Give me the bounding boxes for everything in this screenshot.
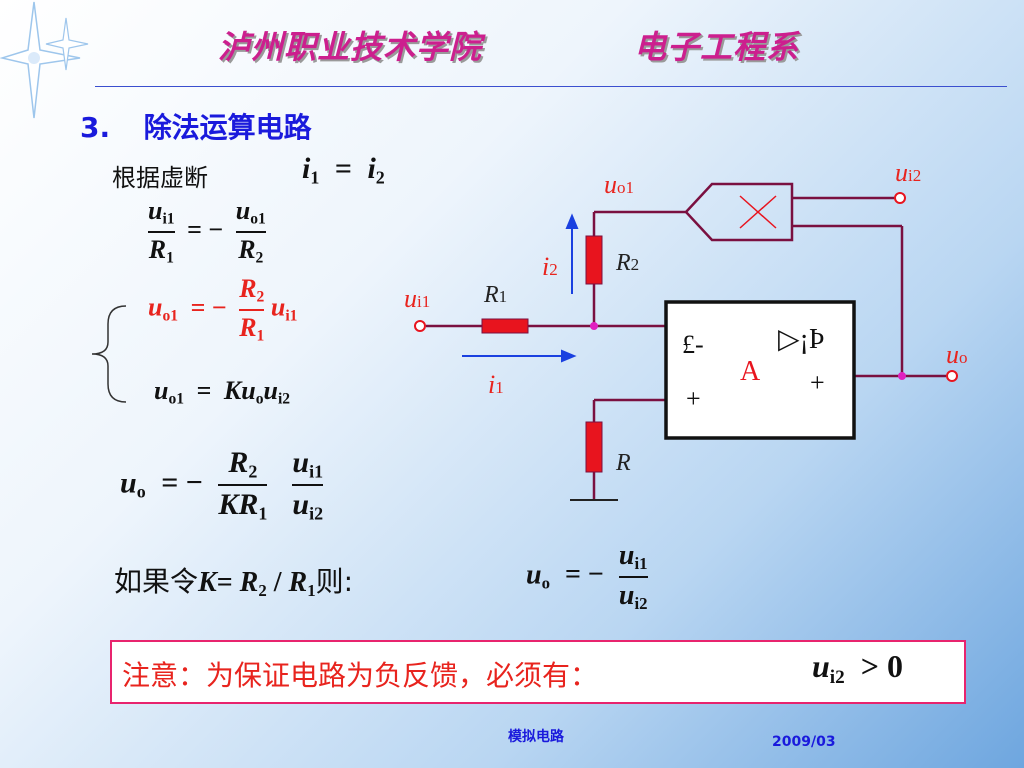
label-uo1: uo1 (604, 170, 634, 199)
brace-icon (91, 305, 127, 403)
section-heading: 3. 除法运算电路 (80, 106, 312, 146)
node-junction-icon (590, 322, 598, 330)
opamp-minus-label: £- (682, 330, 704, 359)
header-title-right: 电子工程系 (634, 28, 800, 66)
label-i2: i2 (542, 252, 558, 281)
condition-prefix: 如果令 (114, 565, 199, 598)
notice-box: 注意：为保证电路为负反馈，必须有： ui2 > 0 (110, 640, 966, 704)
label-ui2: ui2 (895, 158, 922, 187)
label-R: R (616, 450, 631, 476)
multiplier-icon (684, 182, 794, 242)
terminal-uo-icon (946, 370, 958, 382)
header-divider (95, 86, 1007, 87)
section-number: 3. (80, 111, 111, 144)
label-uo: uo (946, 340, 968, 369)
equation-i1-i2: i1 = i2 (302, 152, 385, 188)
label-ui1: ui1 (404, 284, 431, 313)
sparkle-decoration (0, 1, 89, 119)
notice-expression: ui2 > 0 (812, 648, 903, 688)
section-title: 除法运算电路 (143, 111, 312, 144)
equation-multiplier: uo1 = Kuoui2 (154, 376, 291, 408)
opamp-icon (664, 300, 856, 440)
resistor-r-icon (585, 421, 603, 473)
condition-suffix: 则: (315, 565, 354, 598)
notice-text: 注意：为保证电路为负反馈，必须有： (122, 659, 599, 692)
division-circuit-diagram (414, 182, 958, 501)
condition-line: 如果令K= R2 / R1则: (114, 565, 354, 601)
footer-course: 模拟电路 (508, 729, 564, 745)
label-R1: R1 (484, 282, 508, 308)
terminal-ui2-icon (894, 192, 906, 204)
opamp-output-symbol: ▷¡Þ (778, 324, 825, 355)
footer-date: 2009/03 (772, 734, 836, 750)
opamp-plus-input-label: + (686, 384, 701, 413)
node-output-icon (898, 372, 906, 380)
label-i1: i1 (488, 370, 504, 399)
opamp-plus-output-label: + (810, 368, 825, 397)
arrow-i1-icon (462, 349, 577, 363)
resistor-r1-icon (481, 318, 529, 334)
header-title-left: 泸州职业技术学院 (218, 28, 483, 66)
basis-label: 根据虚断 (112, 164, 208, 192)
label-R2: R2 (616, 250, 640, 276)
terminal-ui1-icon (414, 320, 426, 332)
resistor-r2-icon (585, 235, 603, 285)
opamp-name-label: A (740, 356, 761, 387)
arrow-i2-icon (565, 213, 579, 294)
